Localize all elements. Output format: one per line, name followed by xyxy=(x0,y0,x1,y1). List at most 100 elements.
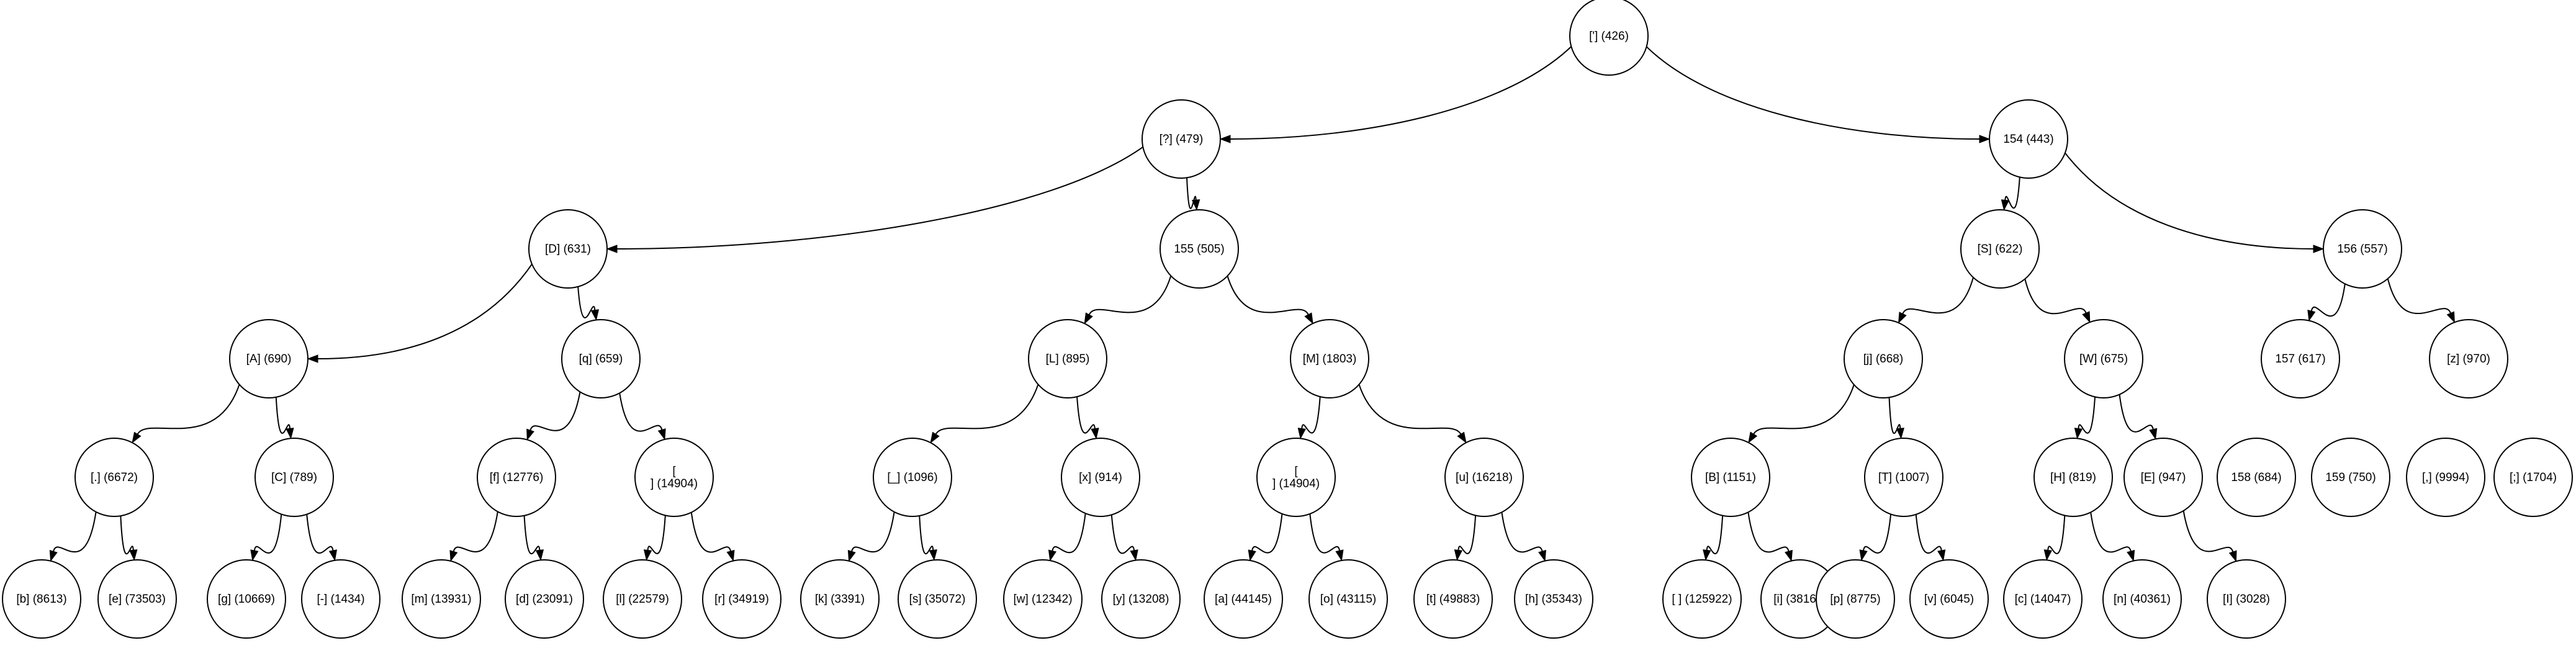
tree-node-1434: [-] (1434) xyxy=(301,559,381,639)
node-label: [t] (49883) xyxy=(1426,593,1480,606)
node-label: [f] (12776) xyxy=(490,471,544,484)
edge-arrowhead xyxy=(930,431,940,444)
edge-arrowhead xyxy=(657,428,666,441)
tree-node-i-3028: [I] (3028) xyxy=(2207,559,2286,639)
tree-node-125922: [ ] (125922) xyxy=(1662,559,1742,639)
node-label: [r] (34919) xyxy=(714,593,769,606)
node-label: 157 (617) xyxy=(2275,353,2325,366)
tree-node-158-684: 158 (684) xyxy=(2217,438,2296,517)
node-circle xyxy=(2123,438,2203,517)
node-circle xyxy=(1909,559,1989,639)
node-label: [ ] (125922) xyxy=(1672,593,1732,606)
node-circle xyxy=(2261,319,2340,398)
node-label: [B] (1151) xyxy=(1705,471,1756,484)
node-circle xyxy=(2429,319,2508,398)
tree-node-159-750: 159 (750) xyxy=(2311,438,2390,517)
tree-edge xyxy=(1358,383,1462,435)
tree-node-n-40361: [n] (40361) xyxy=(2102,559,2182,639)
node-label: [o] (43115) xyxy=(1320,593,1376,606)
node-circle xyxy=(229,319,308,398)
edge-arrowhead xyxy=(726,549,735,562)
tree-node-c-789: [C] (789) xyxy=(254,438,334,517)
edge-arrowhead xyxy=(286,428,294,439)
tree-edge xyxy=(1251,513,1283,554)
node-circle xyxy=(301,559,381,639)
node-label: 156 (557) xyxy=(2337,243,2387,256)
node-circle xyxy=(2311,438,2390,517)
node-label: [-] (1434) xyxy=(317,593,364,606)
node-circle xyxy=(634,438,714,517)
node-label: [e] (73503) xyxy=(109,593,166,606)
tree-edge xyxy=(1186,177,1197,209)
node-label: [c] (14047) xyxy=(2015,593,2071,606)
edge-arrowhead xyxy=(1091,428,1099,439)
node-label: ['] (426) xyxy=(1589,30,1629,43)
node-circle xyxy=(2033,438,2113,517)
node-circle xyxy=(873,438,952,517)
edge-arrowhead xyxy=(1703,549,1711,561)
node-label: [a] (44145) xyxy=(1215,593,1272,606)
tree-node-e-947: [E] (947) xyxy=(2123,438,2203,517)
tree-node-r-34919: [r] (34919) xyxy=(702,559,781,639)
tree-edge xyxy=(1747,511,1790,553)
tree-node-l-895: [L] (895) xyxy=(1028,319,1107,398)
tree-node-t-49883: [t] (49883) xyxy=(1413,559,1493,639)
edge-arrowhead xyxy=(2307,309,2316,322)
node-label: [I] (3028) xyxy=(2223,593,2270,606)
node-label: [h] (35343) xyxy=(1525,593,1582,606)
node-circle xyxy=(402,559,481,639)
tree-edge xyxy=(1706,515,1724,555)
tree-node-f-12776: [f] (12776) xyxy=(477,438,556,517)
edge-arrowhead xyxy=(1859,549,1868,562)
node-label: [m] (13931) xyxy=(411,593,471,606)
tree-edge xyxy=(2090,511,2132,553)
node-label: [A] (690) xyxy=(246,353,292,366)
node-circle xyxy=(1160,209,1239,289)
tree-edge xyxy=(275,396,290,434)
edge-arrowhead xyxy=(2446,311,2455,323)
edge-arrowhead xyxy=(1538,549,1546,562)
node-circle xyxy=(1204,559,1283,639)
tree-node-w-12342: [w] (12342) xyxy=(1003,559,1083,639)
tree-node-u-16218: [u] (16218) xyxy=(1444,438,1524,517)
edge-arrowhead xyxy=(1304,312,1313,325)
node-circle xyxy=(2,559,81,639)
tree-edge xyxy=(1052,512,1086,554)
tree-edge xyxy=(137,383,240,435)
node-circle xyxy=(603,559,682,639)
node-circle xyxy=(2406,438,2485,517)
node-label: 158 (684) xyxy=(2231,471,2281,484)
tree-node-o-43115: [o] (43115) xyxy=(1308,559,1388,639)
tree-edge xyxy=(2024,277,2087,315)
node-circle xyxy=(477,438,556,517)
node-label: [w] (12342) xyxy=(1013,593,1072,606)
tree-node-z-970: [z] (970) xyxy=(2429,319,2508,398)
edge-arrowhead xyxy=(1248,549,1256,562)
node-circle xyxy=(97,559,177,639)
edge-arrowhead xyxy=(2313,245,2325,253)
tree-edge xyxy=(453,510,498,552)
tree-edges xyxy=(49,45,2455,562)
node-circle xyxy=(1290,319,1369,398)
tree-edge xyxy=(1110,514,1135,554)
tree-node-1096: [_] (1096) xyxy=(873,438,952,517)
tree-node-157-617: 157 (617) xyxy=(2261,319,2340,398)
node-label: [;] (1704) xyxy=(2510,471,2557,484)
node-label: [M] (1803) xyxy=(1303,353,1357,366)
tree-edge xyxy=(1076,395,1096,434)
edge-arrowhead xyxy=(929,549,937,561)
node-label: [i] (38169) xyxy=(1773,593,1827,606)
tree-node-14904: [] (14904) xyxy=(634,438,714,517)
tree-node-a-690: [A] (690) xyxy=(229,319,308,398)
tree-edge xyxy=(2387,277,2451,315)
tree-edge xyxy=(919,515,934,555)
tree-edge xyxy=(1902,276,1975,314)
edge-arrowhead xyxy=(2001,199,2010,211)
node-circle xyxy=(1864,438,1943,517)
tree-edge xyxy=(53,511,97,553)
edge-arrowhead xyxy=(2127,549,2135,562)
node-circle xyxy=(2102,559,2182,639)
node-circle xyxy=(1989,99,2068,179)
tree-edge xyxy=(2047,515,2066,554)
node-circle xyxy=(2064,319,2143,398)
